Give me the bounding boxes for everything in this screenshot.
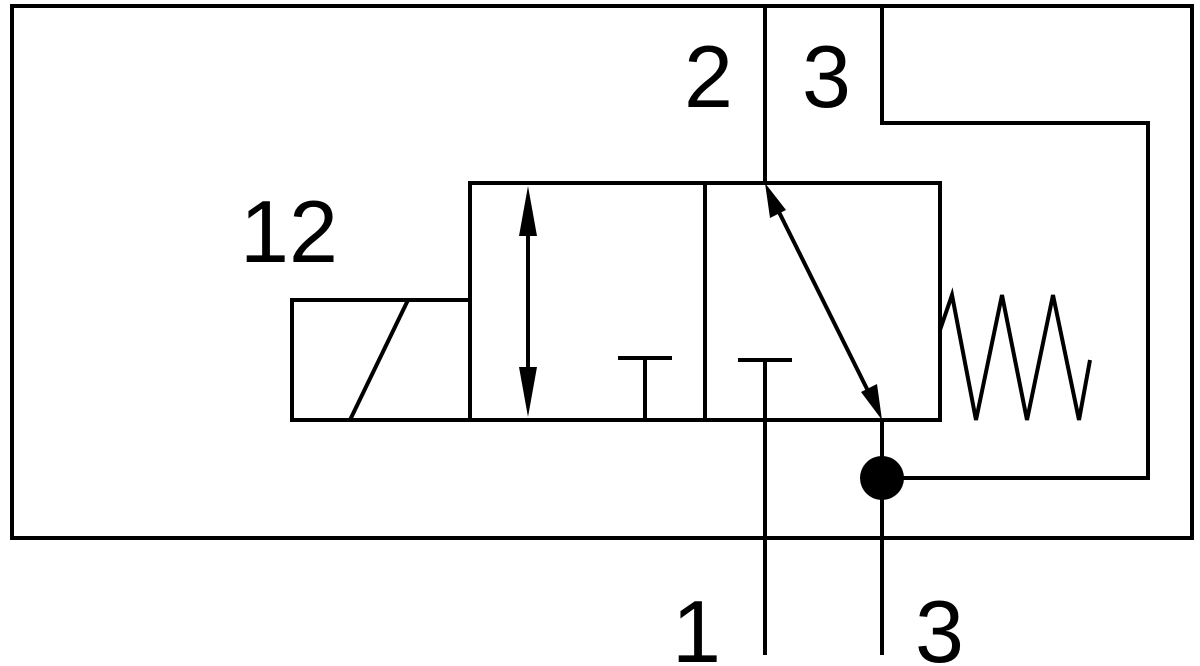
port-3-bottom-label: 3 <box>915 582 964 666</box>
valve-position-left <box>468 181 707 422</box>
junction-dot <box>860 456 904 500</box>
port-1-label: 1 <box>672 582 721 666</box>
arrow-heads <box>519 186 537 417</box>
solenoid-actuator <box>290 298 472 422</box>
arrow-heads <box>765 183 882 420</box>
port-3-top-label: 3 <box>802 27 851 126</box>
pilot-12-label: 12 <box>240 182 338 281</box>
valve-housing-outline <box>10 4 1194 540</box>
return-spring <box>938 287 1092 421</box>
valve-position-right <box>703 181 942 422</box>
solenoid-diagonal <box>348 299 410 421</box>
port-3-line <box>880 6 1150 480</box>
port-2-label: 2 <box>684 27 733 126</box>
flow-arrow-diagonal <box>770 197 877 406</box>
